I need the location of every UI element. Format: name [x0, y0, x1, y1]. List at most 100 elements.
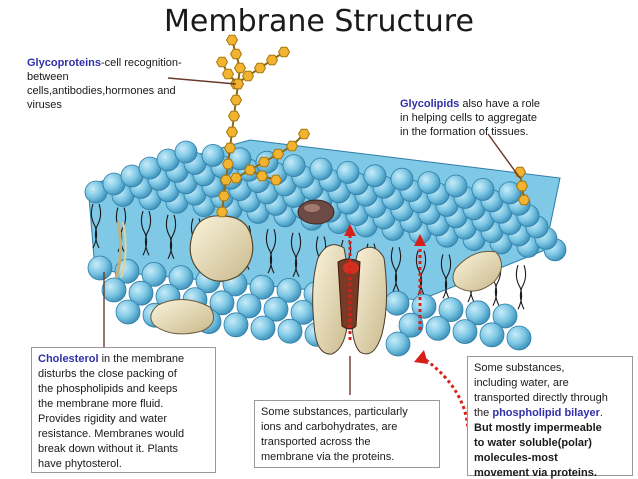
phospholipid-head	[452, 319, 478, 345]
sugar-unit	[227, 110, 241, 122]
phospholipid-head	[498, 181, 522, 205]
sugar-unit	[253, 62, 267, 74]
phospholipid-head	[236, 293, 262, 319]
pointer-lines	[103, 77, 521, 395]
phospholipid-head	[506, 325, 532, 351]
cholesterol-line2: disturbs the close packing of	[38, 368, 177, 380]
proteins-line2: ions and carbohydrates, are	[261, 421, 398, 433]
cholesterol-line4: the membrane more fluid.	[38, 398, 164, 410]
sugar-unit	[225, 126, 239, 138]
bilayer-line3: transported directly through	[474, 392, 608, 404]
page-title: Membrane Structure	[164, 4, 474, 39]
lipid-tail	[290, 232, 298, 278]
glycoproteins-line2: between	[27, 71, 69, 83]
sugar-unit	[269, 174, 283, 186]
cholesterol-molecule	[114, 221, 127, 279]
phospholipid-head	[309, 157, 333, 181]
sugar-unit	[285, 140, 299, 152]
lipid-tail	[94, 203, 102, 249]
proteins-line1: Some substances, particularly	[261, 406, 408, 418]
phospholipid-head	[390, 167, 414, 191]
sugar-unit	[243, 164, 257, 176]
sugar-unit	[233, 62, 247, 74]
sugar-unit	[221, 68, 235, 80]
bilayer-bold1: But mostly impermeable	[474, 422, 602, 434]
phospholipid-head	[87, 255, 113, 281]
cholesterol-line1: in the membrane	[98, 353, 185, 365]
glycoprotein-protein	[189, 215, 254, 282]
sugar-unit	[265, 54, 279, 66]
bilayer-bold3: molecules-most	[474, 452, 558, 464]
cholesterol-line8: have phytosterol.	[38, 458, 122, 470]
lipid-tail	[265, 229, 273, 274]
protein-transport-note: Some substances, particularly ions and c…	[254, 400, 440, 468]
phospholipid-head	[479, 322, 505, 348]
sugar-unit	[215, 206, 229, 218]
lipid-tail	[519, 265, 527, 310]
sugar-unit	[515, 180, 529, 192]
lipid-tail	[269, 229, 277, 274]
bilayer-line2: including water, are	[474, 377, 569, 389]
lipid-tail	[515, 265, 523, 310]
glycolipids-line1: also have a role	[459, 98, 541, 110]
sugar-unit	[219, 174, 233, 186]
phospholipid-head	[115, 299, 141, 325]
sugar-unit	[229, 172, 243, 184]
phospholipid-head	[336, 160, 360, 184]
glycolipids-term: Glycolipids	[400, 98, 460, 110]
phospholipid-head	[249, 274, 275, 300]
proteins-line4: membrane via the proteins.	[261, 451, 395, 463]
sugar-unit	[517, 194, 531, 206]
phospholipid-head	[417, 171, 441, 195]
lipid-tail	[440, 254, 448, 299]
lipid-tail	[169, 214, 177, 260]
glycoproteins-note: Glycoproteins-cell recognition- between …	[27, 56, 202, 112]
lipid-tail	[165, 214, 173, 260]
phospholipid-head	[128, 280, 154, 306]
cholesterol-term: Cholesterol	[38, 353, 99, 365]
bilayer-transport-note: Some substances, including water, are tr…	[467, 356, 633, 479]
sugar-unit	[217, 190, 231, 202]
sugar-unit	[277, 46, 291, 58]
phospholipid-head	[471, 177, 495, 201]
glycoproteins-line1: -cell recognition-	[100, 57, 182, 69]
sugar-unit	[257, 156, 271, 168]
sugar-unit	[221, 158, 235, 170]
phospholipid-head	[201, 143, 225, 167]
phospholipid-head	[425, 315, 451, 341]
sugar-unit	[229, 94, 243, 106]
cholesterol-line3: the phospholipids and keeps	[38, 383, 178, 395]
glycoproteins-line3: cells,antibodies,hormones and	[27, 85, 176, 97]
sugar-unit	[229, 48, 243, 60]
phospholipid-head	[384, 290, 410, 316]
cholesterol-line5: Provides rigidity and water	[38, 413, 168, 425]
sugar-unit	[225, 34, 239, 46]
phospholipid-head	[250, 315, 276, 341]
glycoproteins-term: Glycoproteins	[27, 57, 101, 69]
phospholipid-head	[209, 290, 235, 316]
carbohydrate-chains	[215, 34, 531, 218]
phospholipid-head	[398, 312, 424, 338]
sugar-unit	[241, 70, 255, 82]
arrow-heads	[344, 224, 428, 364]
phospholipid-head	[282, 154, 306, 178]
cholesterol-line7: break down without it. Plants	[38, 443, 179, 455]
phospholipid-head	[492, 303, 518, 329]
glycolipids-line2: in helping cells to aggregate	[400, 112, 537, 124]
lipid-tail	[90, 203, 98, 249]
sugar-unit	[271, 148, 285, 160]
phospholipid-head	[438, 297, 464, 323]
sugar-unit	[297, 128, 311, 140]
lipid-tail	[394, 247, 402, 292]
phospholipid-head	[363, 164, 387, 188]
glycolipids-note: Glycolipids also have a role in helping …	[400, 97, 580, 139]
bilayer-line1: Some substances,	[474, 362, 565, 374]
phospholipid-head	[174, 140, 198, 164]
phospholipid-head	[444, 174, 468, 198]
peripheral-proteins	[150, 250, 502, 335]
phospholipid-head	[277, 318, 303, 344]
lipid-tail	[390, 247, 398, 292]
surface-protein	[297, 199, 335, 225]
